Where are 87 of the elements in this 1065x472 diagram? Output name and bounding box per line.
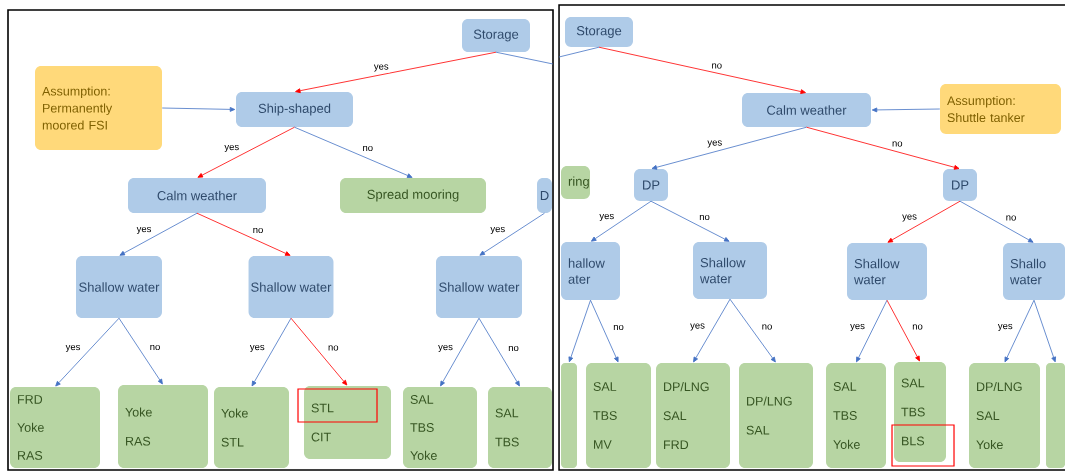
arrow <box>251 317 292 387</box>
arrow <box>118 317 163 385</box>
arrow <box>651 126 807 170</box>
decision-box: Shallow water <box>248 256 334 318</box>
arrow <box>479 212 545 256</box>
arrow <box>693 298 731 363</box>
edge-label: yes <box>598 212 616 223</box>
assumption-box: Assumption: Permanently moored FSI <box>35 66 162 150</box>
decision-box: Ship-shaped <box>236 92 353 127</box>
outcome-box: SAL TBS BLS <box>894 362 946 462</box>
arrow <box>729 298 776 363</box>
outcome-box <box>1046 363 1065 468</box>
outcome-box: DP/LNG SAL Yoke <box>969 363 1040 468</box>
edge-label: yes <box>135 225 153 236</box>
edge-label: no <box>891 140 904 148</box>
arrow <box>590 200 652 242</box>
edge-label: no <box>148 343 162 352</box>
outcome-box: DP/LNG SAL <box>739 363 813 468</box>
decision-box: Shallo water <box>1003 243 1065 300</box>
outcome-box: FRD Yoke RAS <box>10 387 100 468</box>
arrow <box>886 299 920 362</box>
arrow <box>294 126 413 178</box>
edge-label: no <box>507 344 520 353</box>
arrow <box>1004 299 1035 363</box>
edge-label: yes <box>372 63 390 73</box>
arrow <box>598 46 806 94</box>
outcome-box: SAL TBS MV <box>586 363 651 468</box>
decision-box: Storage <box>462 19 530 52</box>
edge-label: yes <box>248 343 266 354</box>
decision-box: Shallow water <box>847 243 927 300</box>
edge-label: yes <box>996 322 1014 333</box>
decision-box: Calm weather <box>128 178 266 213</box>
edge-label: no <box>612 323 625 332</box>
outcome-box: SAL TBS <box>488 387 552 468</box>
edge-label: no <box>1004 214 1018 222</box>
arrow <box>568 299 591 363</box>
arrow <box>290 317 348 386</box>
outcome-box: STL CIT <box>304 386 391 459</box>
edge-label: no <box>911 323 924 331</box>
edge-label: no <box>710 62 724 70</box>
edge-label: yes <box>706 139 724 149</box>
arrow <box>119 212 198 256</box>
arrow <box>590 299 619 363</box>
arrow <box>478 317 520 387</box>
assumption-box: Assumption: Shuttle tanker <box>940 84 1061 134</box>
decision-box: Shallow water <box>436 256 522 318</box>
edge-label: yes <box>64 343 82 354</box>
arrow <box>295 51 497 94</box>
edge-label: no <box>326 344 340 352</box>
decision-box: D <box>537 178 552 213</box>
arrow <box>55 317 120 387</box>
decision-box: Shallow water <box>693 242 767 299</box>
arrow <box>196 212 291 256</box>
outcome-box: SAL TBS Yoke <box>826 363 886 468</box>
arrow <box>440 317 480 387</box>
arrow <box>887 200 961 243</box>
decision-box: Shallow water <box>76 256 162 318</box>
arrow <box>161 107 236 112</box>
edge-label: no <box>251 226 265 235</box>
decision-box: Calm weather <box>742 93 871 127</box>
edge-label: yes <box>849 322 866 333</box>
arrow <box>197 126 295 178</box>
outcome-box: SAL TBS Yoke <box>403 387 477 468</box>
arrow <box>806 126 960 170</box>
edge-label: yes <box>901 213 918 223</box>
arrow <box>1033 299 1056 363</box>
decision-box: Storage <box>565 17 633 47</box>
edge-label: yes <box>489 225 507 236</box>
outcome-box: Yoke RAS <box>118 385 208 468</box>
edge-label: no <box>760 323 774 331</box>
edge-label: no <box>698 213 711 222</box>
decision-box: DP <box>943 169 977 201</box>
decision-box: hallow ater <box>561 242 620 300</box>
arrow <box>856 299 888 363</box>
outcome-box: Yoke STL <box>214 387 289 468</box>
outcome-box: ring <box>561 166 590 199</box>
outcome-box: DP/LNG SAL FRD <box>656 363 730 468</box>
edge-label: yes <box>689 322 706 332</box>
arrow <box>871 107 941 113</box>
decision-box: DP <box>634 169 668 201</box>
edge-label: yes <box>437 343 454 354</box>
outcome-box: Spread mooring <box>340 178 486 213</box>
arrow <box>959 200 1034 243</box>
arrow <box>650 200 730 242</box>
outcome-box <box>561 363 577 468</box>
edge-label: yes <box>223 143 241 154</box>
edge-label: no <box>361 144 375 153</box>
